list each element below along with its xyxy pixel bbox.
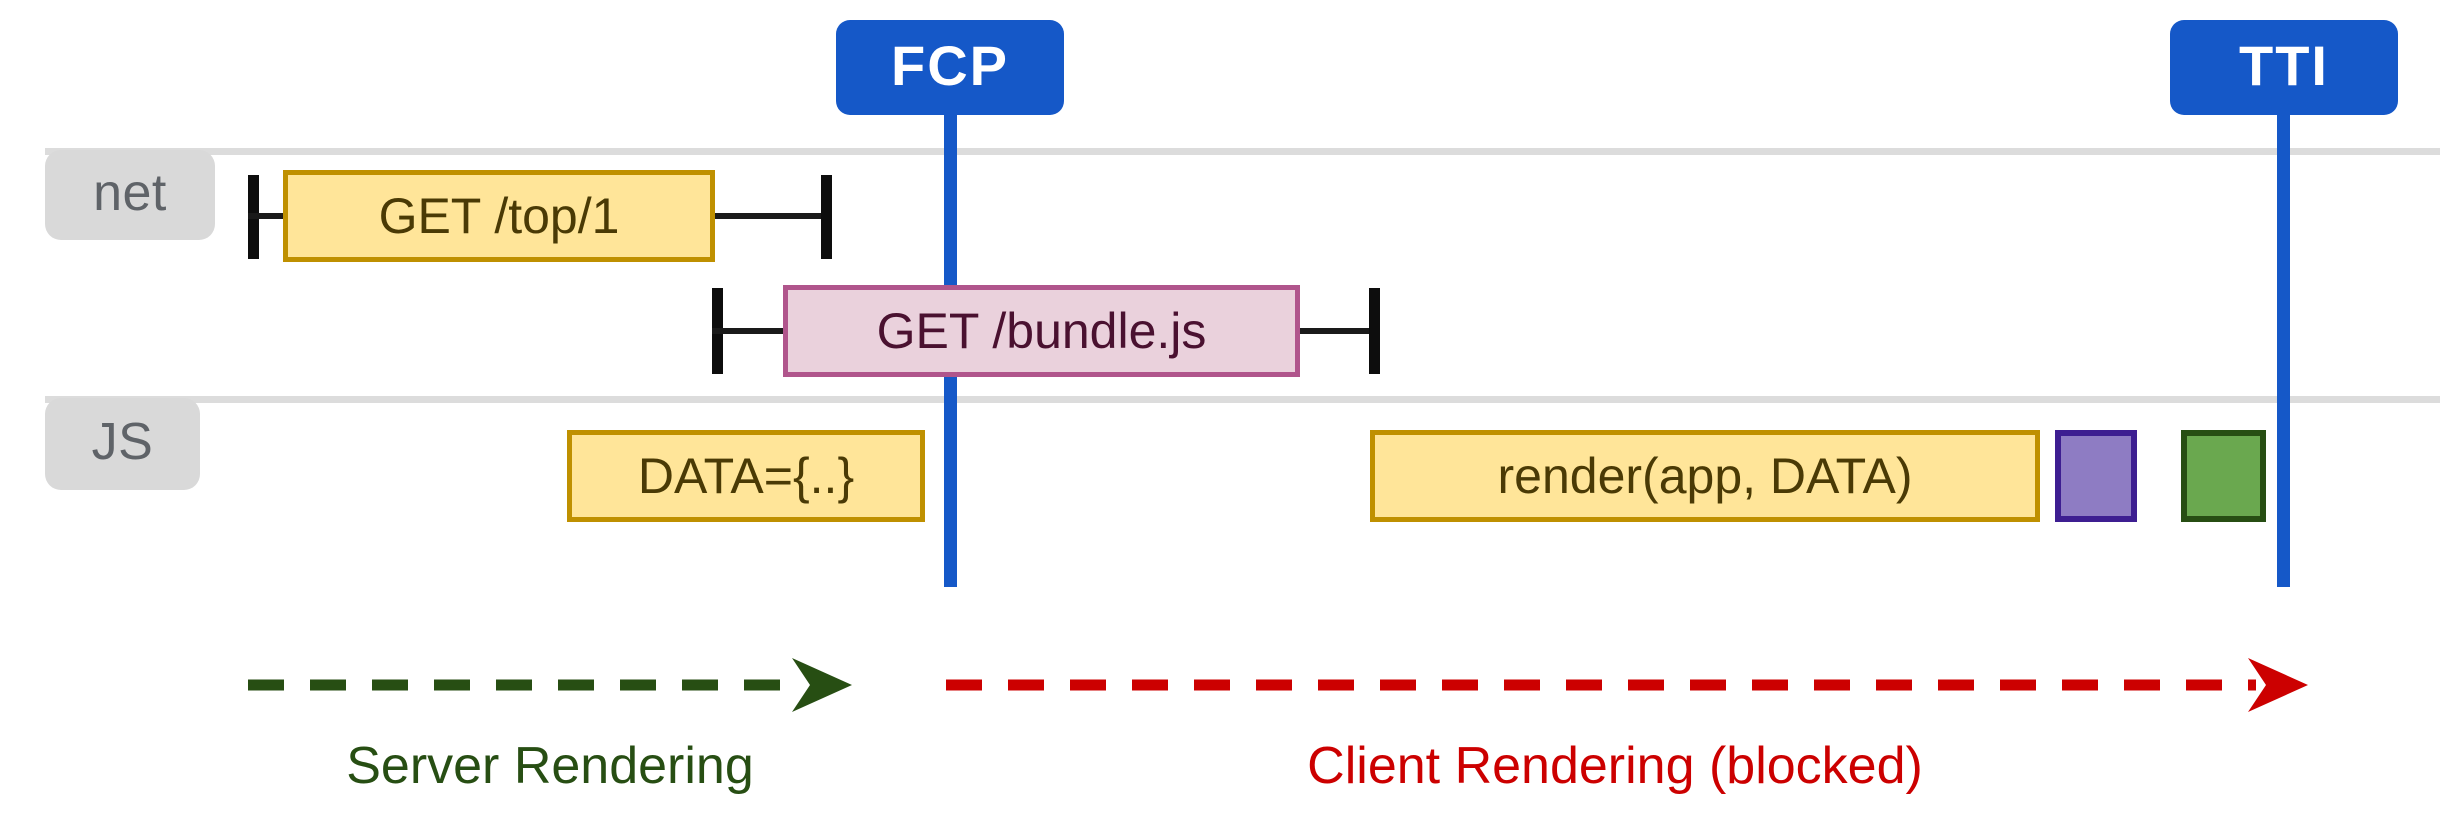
span-get-bundle-js[interactable]: GET /bundle.js	[783, 285, 1300, 377]
span-render-app[interactable]: render(app, DATA)	[1370, 430, 2040, 522]
tti-marker-badge[interactable]: TTI	[2170, 20, 2398, 115]
span-label-render-app: render(app, DATA)	[1497, 448, 1913, 504]
lane-chip-js: JS	[45, 398, 200, 490]
lane-label-net: net	[93, 164, 167, 222]
span-data-assign[interactable]: DATA={..}	[567, 430, 925, 522]
fcp-marker-label: FCP	[891, 33, 1009, 97]
span-label-get-top-1: GET /top/1	[378, 188, 620, 244]
whisker-stem-right-get-bundle	[1295, 328, 1380, 334]
lane-rule-js	[45, 396, 2440, 403]
whisker-stem-right-get-top	[710, 213, 832, 219]
whisker-stem-left-get-top	[248, 213, 293, 219]
span-task-purple[interactable]	[2055, 430, 2137, 522]
span-label-data-assign: DATA={..}	[637, 448, 855, 504]
lane-chip-net: net	[45, 150, 215, 240]
server-rendering-text: Server Rendering	[346, 737, 754, 795]
fcp-marker-badge[interactable]: FCP	[836, 20, 1064, 115]
span-task-green[interactable]	[2181, 430, 2266, 522]
client-rendering-arrow	[946, 658, 2308, 712]
lane-label-js: JS	[91, 413, 154, 471]
client-rendering-label: Client Rendering (blocked)	[1015, 740, 2215, 792]
span-get-top-1[interactable]: GET /top/1	[283, 170, 715, 262]
server-rendering-label: Server Rendering	[250, 740, 850, 792]
whisker-cap-right-get-bundle	[1369, 288, 1380, 374]
tti-marker-line	[2277, 112, 2290, 587]
lane-rule-net	[45, 148, 2440, 155]
span-label-get-bundle-js: GET /bundle.js	[876, 303, 1207, 359]
client-rendering-text: Client Rendering (blocked)	[1307, 737, 1923, 795]
whisker-cap-right-get-top	[821, 175, 832, 259]
whisker-stem-left-get-bundle	[712, 328, 790, 334]
server-rendering-arrow	[248, 658, 852, 712]
tti-marker-label: TTI	[2239, 33, 2329, 97]
